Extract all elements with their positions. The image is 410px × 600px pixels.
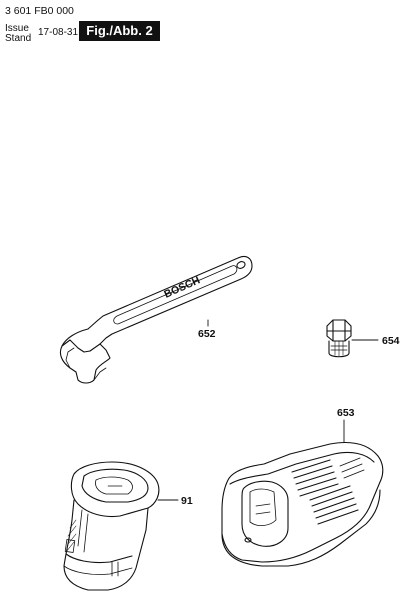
wrench-drawing (59, 255, 253, 384)
collet-nut-drawing (326, 319, 379, 358)
document-number: 3 601 FB0 000 (5, 5, 74, 17)
figure-label: Fig./Abb. 2 (79, 21, 160, 41)
battery-drawing (63, 461, 179, 591)
part-number-654: 654 (382, 335, 400, 347)
part-number-91: 91 (181, 495, 193, 507)
issue-date: 17-08-31 (38, 27, 79, 38)
charger-drawing (221, 419, 384, 567)
part-number-652: 652 (198, 328, 216, 340)
issue-label: Issue (5, 23, 29, 34)
part-number-653: 653 (337, 407, 355, 419)
stand-label: Stand (5, 33, 32, 44)
